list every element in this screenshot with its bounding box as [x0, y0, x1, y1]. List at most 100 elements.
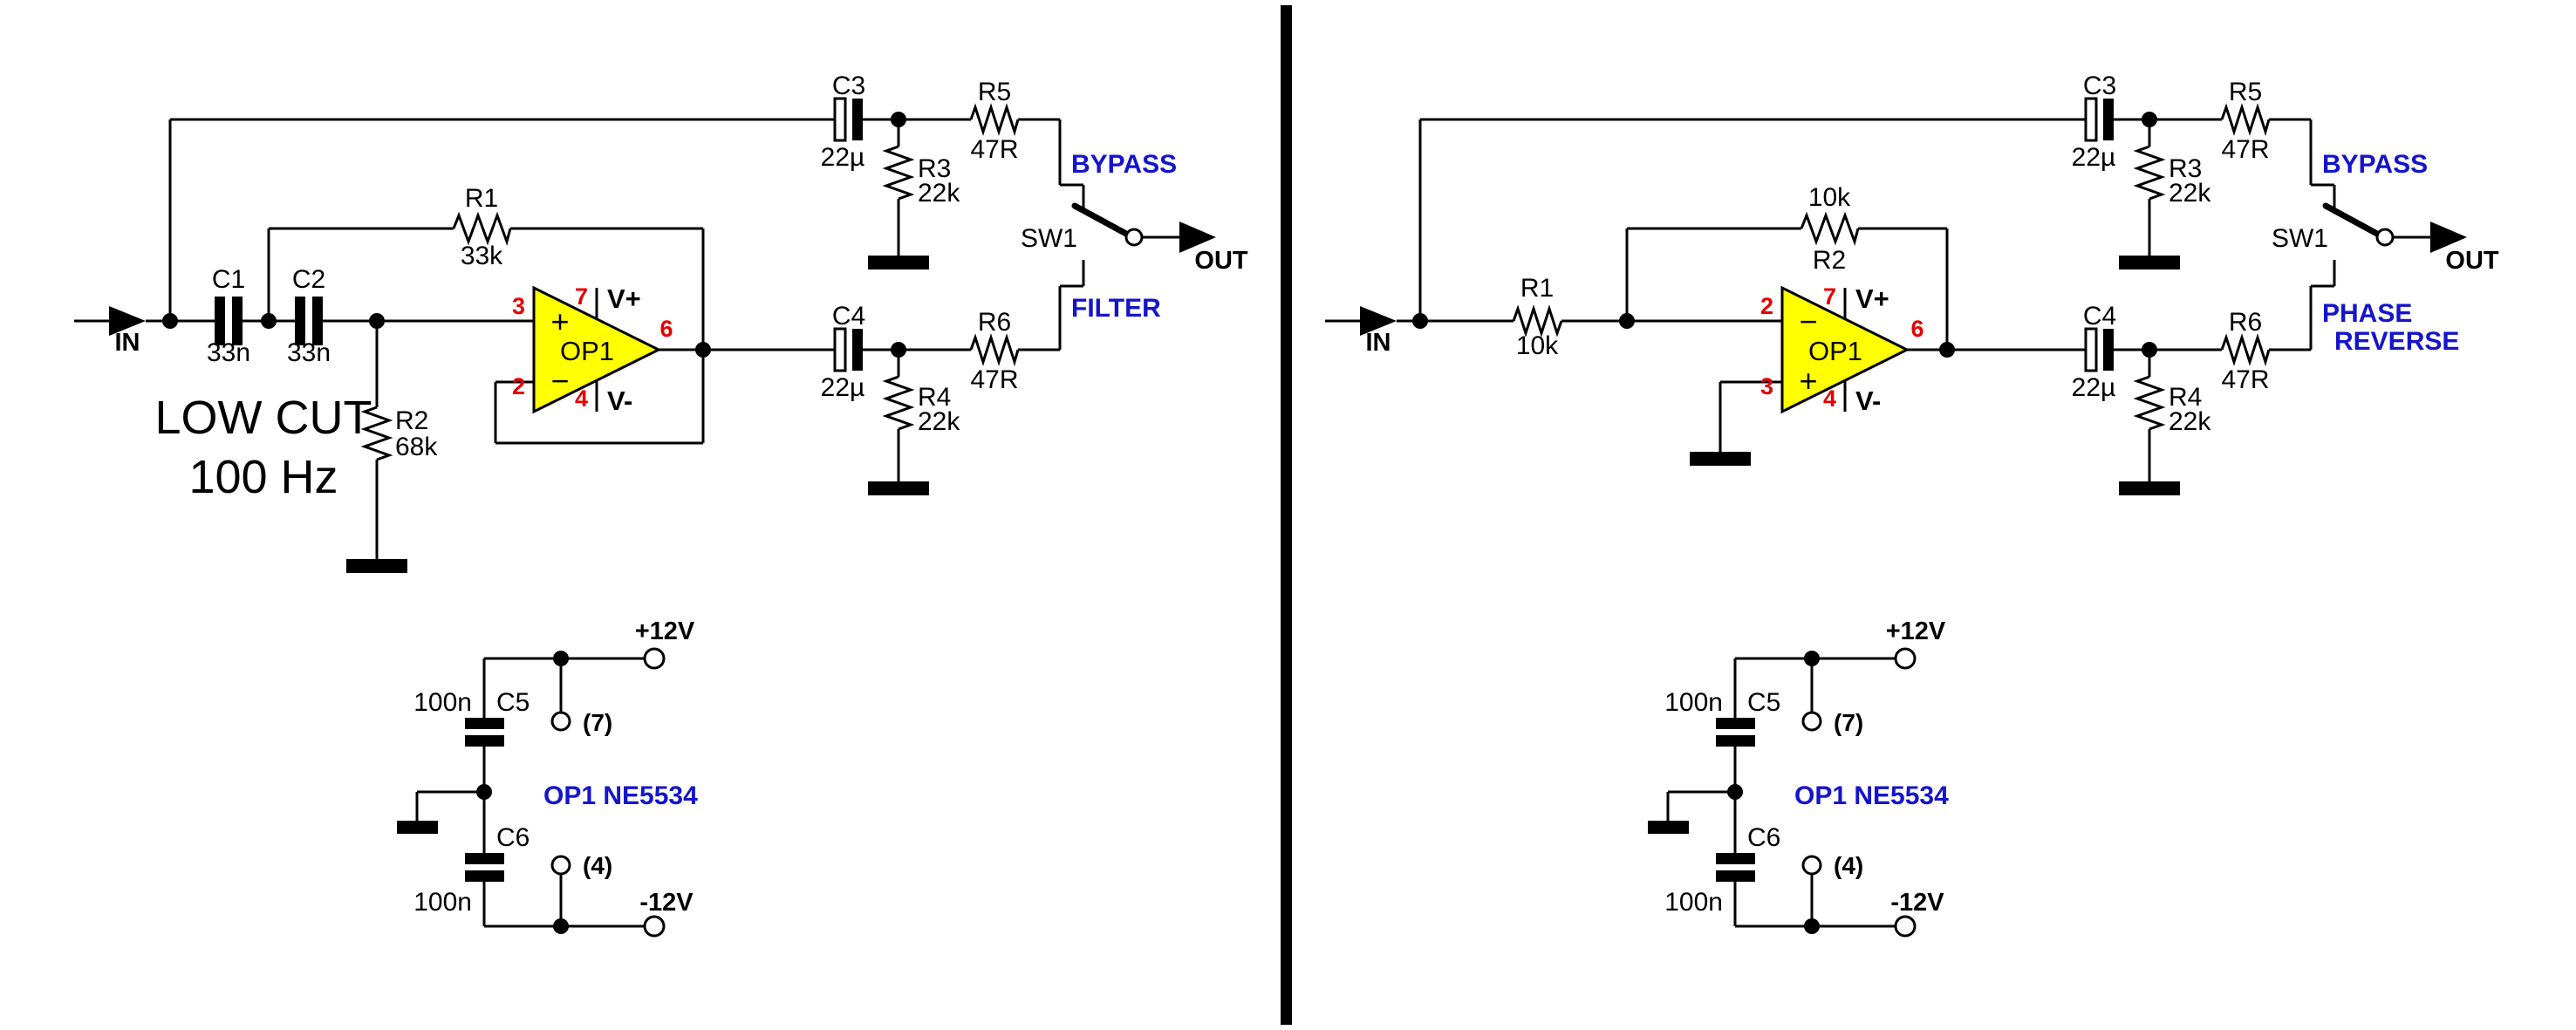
- r6-value: 47R: [2221, 365, 2269, 394]
- pin4-label: (4): [1834, 852, 1863, 879]
- c1-ref: C1: [212, 265, 245, 294]
- junction-dot: [1727, 784, 1743, 800]
- capacitor-plate-open: [2084, 327, 2098, 372]
- capacitor-plate: [232, 297, 243, 345]
- r1-value: 10k: [1516, 331, 1559, 360]
- in-label: IN: [1366, 329, 1391, 357]
- r1-value: 33k: [461, 242, 503, 270]
- vplus-terminal-icon: [643, 647, 666, 670]
- pin-2: 2: [512, 373, 525, 399]
- c5-ref: C5: [1747, 688, 1780, 717]
- c5-value: 100n: [413, 688, 472, 717]
- opamp-op1-left: + − OP1 3 2 7 4 6 V+ V-: [512, 283, 673, 416]
- vplus-terminal-icon: [1894, 647, 1917, 670]
- input-terminal-right: IN: [1360, 306, 1397, 357]
- c5-ref: C5: [496, 688, 530, 717]
- junction-dot: [261, 313, 277, 329]
- c2-value: 33n: [287, 338, 331, 367]
- vminus-rail-label: -12V: [639, 889, 694, 917]
- wire: [1325, 118, 2430, 481]
- capacitor-plate-open: [833, 327, 847, 372]
- pin-7: 7: [1823, 283, 1836, 310]
- capacitor-c4: C4 22µ: [821, 302, 866, 402]
- vminus-label: V-: [1855, 385, 1881, 416]
- resistor-r4-right: R4 22k: [2119, 375, 2211, 495]
- resistor-zigzag: [882, 145, 915, 201]
- ic-note: OP1 NE5534: [543, 781, 698, 810]
- opamp-name: OP1: [1808, 336, 1862, 366]
- c2-ref: C2: [292, 265, 325, 294]
- junction-dot: [891, 342, 906, 358]
- vplus-rail-label: +12V: [635, 617, 695, 645]
- r6-value: 47R: [970, 365, 1018, 394]
- ground-icon: [868, 481, 929, 495]
- r6-ref: R6: [2229, 308, 2262, 337]
- r2-ref: R2: [395, 406, 428, 435]
- vminus-label: V-: [607, 385, 632, 416]
- out-arrow-icon: [2430, 222, 2467, 253]
- junction-dot: [476, 784, 492, 800]
- resistor-zigzag: [969, 333, 1020, 367]
- r2-value: 68k: [395, 433, 438, 461]
- resistor-zigzag: [452, 211, 512, 246]
- resistor-r2: R2 68k: [346, 406, 438, 573]
- divider-bar: [1281, 5, 1292, 1025]
- left-circuit: IN C1 33n C2 33n R1 33k R2 68k: [74, 72, 1248, 938]
- ground-icon: [1648, 821, 1689, 834]
- junction-dot: [891, 112, 906, 127]
- c4-value: 22µ: [2072, 373, 2116, 402]
- c6-ref: C6: [496, 823, 530, 852]
- ground-icon: [346, 559, 407, 573]
- vminus-rail-label: -12V: [1890, 889, 1944, 917]
- pin-4: 4: [575, 385, 588, 412]
- circuit-title-line2: 100 Hz: [188, 451, 338, 503]
- junction-dot: [369, 313, 385, 329]
- vplus-label: V+: [1855, 283, 1889, 314]
- r6-ref: R6: [978, 308, 1011, 337]
- capacitor-c3-right: C3 22µ: [2072, 72, 2117, 172]
- r5-value: 47R: [2221, 135, 2269, 164]
- junction-dot: [1619, 313, 1635, 329]
- r3-value: 22k: [918, 179, 960, 208]
- wire: [74, 118, 1179, 559]
- c3-value: 22µ: [2072, 143, 2116, 172]
- switch-sw1-right: SW1 BYPASS PHASE REVERSE: [2272, 150, 2459, 356]
- ground-icon: [2119, 481, 2180, 495]
- pin4-label: (4): [583, 852, 612, 879]
- out-label: OUT: [1194, 247, 1248, 275]
- vminus-terminal-icon: [1894, 915, 1917, 938]
- switch-lever-icon: [2322, 202, 2381, 237]
- out-arrow-icon: [1179, 222, 1216, 253]
- resistor-r4: R4 22k: [868, 375, 960, 495]
- c6-value: 100n: [413, 888, 472, 917]
- capacitor-plate: [852, 99, 863, 140]
- r3-value: 22k: [2169, 179, 2211, 208]
- output-terminal-left: OUT: [1179, 222, 1248, 275]
- pin4-terminal-icon: [1801, 855, 1822, 876]
- r4-ref: R4: [918, 383, 951, 412]
- capacitor-plate: [1716, 735, 1755, 747]
- c4-ref: C4: [832, 302, 865, 331]
- capacitor-c2: C2 33n: [287, 265, 331, 367]
- resistor-r6-right: R6 47R: [2220, 308, 2271, 394]
- vminus-terminal-icon: [643, 915, 666, 938]
- junction-dot: [162, 313, 178, 329]
- pin-2: 2: [1760, 293, 1773, 319]
- switch-bottom-label-line2: REVERSE: [2334, 327, 2459, 356]
- capacitor-plate: [1716, 870, 1755, 882]
- resistor-zigzag: [2220, 333, 2271, 367]
- c6-ref: C6: [1747, 823, 1780, 852]
- inverting-input-sign: −: [550, 363, 569, 399]
- c5-value: 100n: [1664, 688, 1723, 717]
- junction-dot: [2142, 342, 2157, 358]
- switch-lever-icon: [1071, 202, 1130, 237]
- r2-value: 10k: [1808, 183, 1851, 212]
- capacitor-c3: C3 22µ: [821, 72, 866, 172]
- resistor-r5: R5 47R: [969, 78, 1020, 164]
- input-terminal-left: IN: [109, 306, 146, 357]
- capacitor-plate-open: [833, 97, 847, 142]
- capacitor-plate: [465, 718, 504, 729]
- capacitor-plate: [465, 870, 504, 882]
